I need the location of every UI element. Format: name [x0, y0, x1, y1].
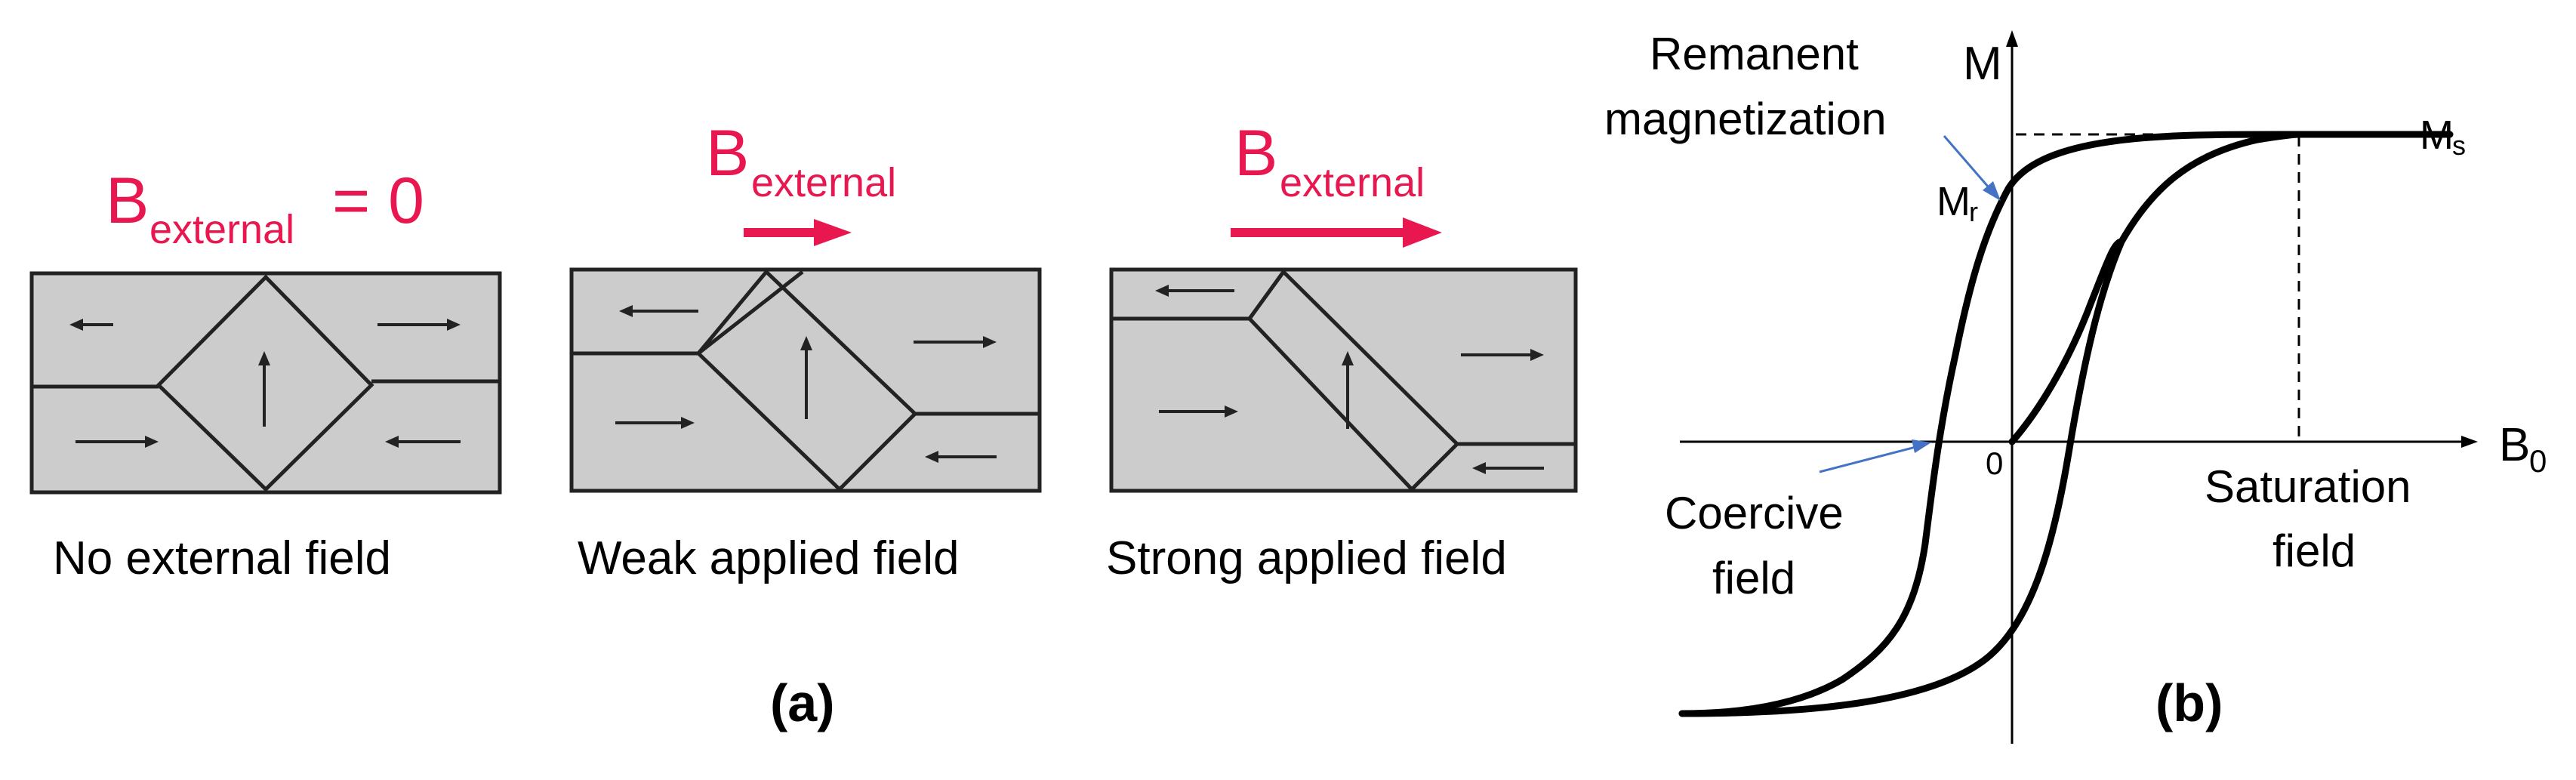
field-subscript-2: external: [751, 160, 896, 205]
remanent-label-line2: magnetization: [1604, 94, 1887, 144]
saturation-label-line2: field: [2272, 526, 2356, 576]
moment-arrow: [925, 451, 997, 463]
initial-magnetization-curve: [2008, 238, 2125, 445]
coercive-label-line1: Coercive: [1665, 488, 1844, 538]
moment-arrow: [1472, 462, 1544, 474]
ms-label-main: M: [2420, 113, 2454, 158]
field-arrow-weak: [744, 219, 852, 246]
domain-box-1: [29, 271, 502, 495]
remanent-pointer: [1943, 135, 2001, 201]
caption-3: Strong applied field: [1106, 532, 1507, 584]
moment-arrow: [1461, 349, 1544, 361]
coercive-label-line2: field: [1712, 553, 1795, 603]
moment-arrow: [1155, 285, 1234, 297]
y-axis-label: M: [1963, 38, 2002, 90]
moment-arrow: [1159, 405, 1238, 418]
moment-arrow: [377, 319, 461, 331]
domain-box-2: [569, 267, 1042, 493]
field-label-3: B external: [1231, 117, 1442, 248]
panel-a: B external = 0: [29, 117, 1578, 732]
field-suffix-1: = 0: [332, 165, 424, 237]
hysteresis-lower-branch: [1678, 131, 2303, 717]
panel-a-label: (a): [770, 674, 835, 732]
mr-label-main: M: [1937, 179, 1971, 224]
caption-2: Weak applied field: [578, 532, 960, 584]
moment-arrow: [69, 319, 113, 331]
x-axis-label-main: B: [2499, 419, 2530, 471]
field-subscript-1: external: [149, 207, 294, 252]
x-axis-label: B 0: [2499, 419, 2547, 479]
field-symbol-2: B: [706, 117, 749, 190]
hysteresis-upper-branch: [1678, 131, 2454, 717]
remanent-label-line1: Remanent: [1650, 29, 1859, 79]
coercive-pointer: [1819, 439, 1931, 473]
moment-arrow: [1342, 351, 1354, 429]
moment-arrow: [800, 336, 812, 419]
x-axis: [1680, 436, 2478, 448]
moment-arrow: [385, 436, 461, 448]
moment-arrow: [258, 351, 270, 427]
field-label-1: B external = 0: [106, 165, 424, 252]
moment-arrow: [75, 436, 159, 448]
saturation-label-line1: Saturation: [2205, 461, 2411, 512]
x-axis-label-sub: 0: [2529, 443, 2547, 479]
field-symbol-1: B: [106, 165, 149, 237]
field-symbol-3: B: [1234, 117, 1277, 190]
mr-label-sub: r: [1969, 196, 1978, 227]
moment-arrow: [619, 305, 698, 317]
caption-1: No external field: [53, 532, 391, 584]
domain-box-3: [1109, 267, 1578, 493]
panel-b: M B 0 0 M s M r Remanent magnetization C…: [1604, 29, 2547, 744]
ms-label-sub: s: [2452, 130, 2466, 161]
moment-arrow: [914, 336, 997, 348]
panel-b-label: (b): [2155, 674, 2223, 732]
field-subscript-3: external: [1280, 160, 1425, 205]
field-label-2: B external: [706, 117, 896, 246]
origin-label: 0: [1986, 445, 2003, 481]
field-arrow-strong: [1231, 217, 1442, 248]
moment-arrow: [615, 417, 695, 429]
